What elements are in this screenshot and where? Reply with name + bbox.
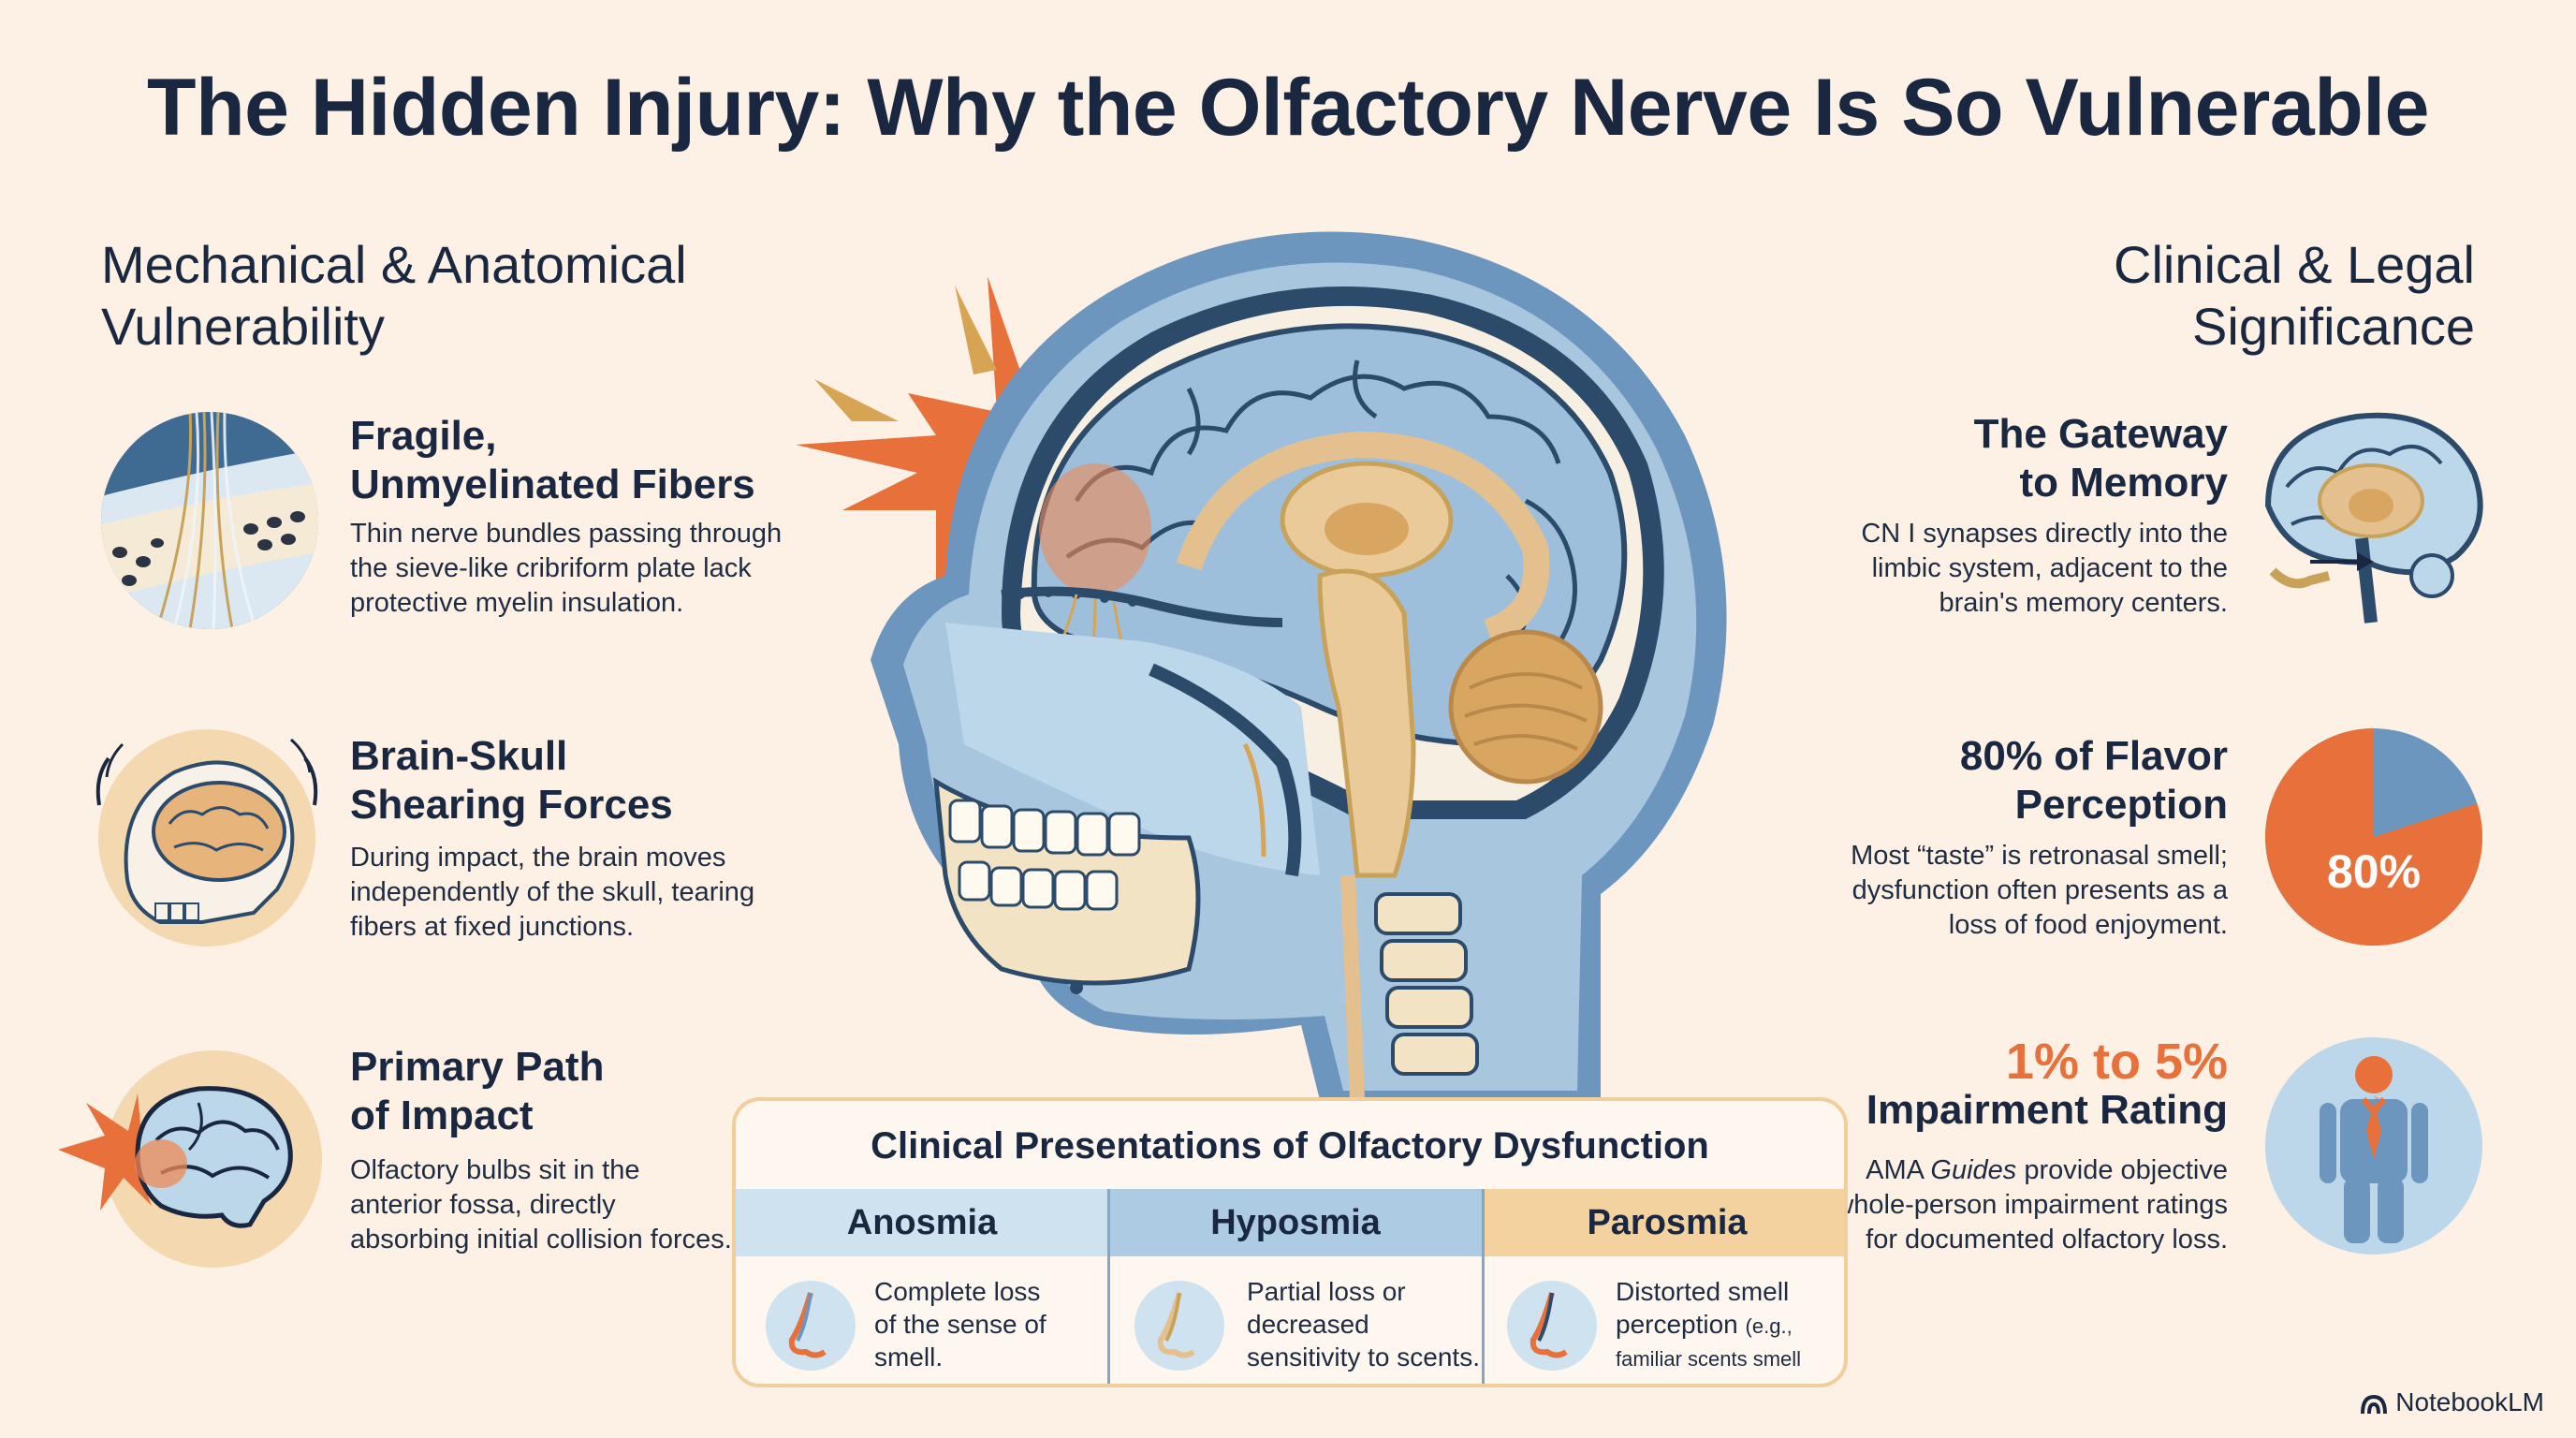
description-line: AMA Guides provide objective	[1591, 1153, 2228, 1188]
description-line: Most “taste” is retronasal smell;	[1851, 841, 2228, 871]
column-header-hyposmia: Hyposmia	[1108, 1189, 1483, 1256]
notebooklm-logo-icon	[2361, 1394, 2388, 1414]
hyposmia-description: Partial loss or decreased sensitivity to…	[1247, 1275, 1480, 1373]
heading-line: Fragile,	[350, 413, 497, 459]
anosmia-description: Complete loss of the sense of smell.	[874, 1275, 1046, 1373]
description-line: whole-person impairment ratings	[1834, 1190, 2228, 1220]
description-line: dysfunction often presents as a	[1852, 875, 2228, 905]
description-line: independently of the skull, tearing	[350, 877, 755, 907]
gateway-memory-description: CN I synapses directly into the limbic s…	[1591, 517, 2228, 621]
guides-italic: Guides	[1930, 1155, 2017, 1185]
brain-impact-icon	[58, 1050, 322, 1268]
text-span: provide objective	[2016, 1155, 2228, 1185]
text-span: perception	[1616, 1310, 1746, 1339]
notebooklm-brand: NotebookLM	[2360, 1387, 2544, 1417]
clinical-presentations-panel: Clinical Presentations of Olfactory Dysf…	[732, 1097, 1848, 1387]
primary-path-description: Olfactory bulbs sit in the anterior foss…	[350, 1153, 732, 1257]
description-line: of the sense of	[874, 1310, 1046, 1339]
description-line: sensitivity to scents.	[1247, 1343, 1480, 1372]
description-line: familiar scents smell foul).	[1616, 1347, 1802, 1384]
column-header-parosmia: Parosmia	[1483, 1189, 1844, 1256]
description-line: protective myelin insulation.	[350, 588, 684, 618]
right-section-title-line: Significance	[2192, 297, 2475, 356]
heading-line: Primary Path	[350, 1044, 605, 1090]
heading-line: Brain-Skull	[350, 733, 568, 779]
primary-path-heading: Primary Path of Impact	[350, 1043, 604, 1140]
fragile-fibers-description: Thin nerve bundles passing through the s…	[350, 517, 782, 621]
description-line: smell.	[874, 1343, 944, 1372]
description-line: CN I synapses directly into the	[1861, 519, 2228, 549]
gateway-memory-heading: The Gateway to Memory	[1591, 410, 2228, 507]
description-line: anterior fossa, directly	[350, 1190, 616, 1220]
right-section-title: Clinical & Legal Significance	[1919, 234, 2475, 358]
description-line: During impact, the brain moves	[350, 843, 726, 873]
description-line: Distorted smell	[1616, 1277, 1790, 1306]
right-section-title-line: Clinical & Legal	[2114, 235, 2475, 294]
limbic-brain-icon	[2264, 412, 2483, 624]
heading-line: 80% of Flavor	[1959, 733, 2228, 779]
shearing-forces-heading: Brain-Skull Shearing Forces	[350, 732, 673, 829]
description-line: for documented olfactory loss.	[1866, 1225, 2228, 1255]
impairment-percent-range: 1% to 5%	[2005, 1034, 2228, 1090]
description-line: Partial loss or	[1247, 1277, 1406, 1306]
head-cross-section-illustration	[796, 231, 1727, 1101]
column-header-anosmia: Anosmia	[736, 1189, 1108, 1256]
parosmia-description: Distorted smell perception (e.g., famili…	[1616, 1275, 1844, 1384]
heading-line: The Gateway	[1973, 411, 2228, 457]
description-line: Complete loss	[874, 1277, 1041, 1306]
impairment-rating-description: AMA Guides provide objective whole-perso…	[1591, 1153, 2228, 1257]
fragile-fibers-heading: Fragile, Unmyelinated Fibers	[350, 412, 755, 509]
impairment-rating-heading: 1% to 5% Impairment Rating	[1591, 1034, 2228, 1135]
flavor-perception-heading: 80% of Flavor Perception	[1591, 732, 2228, 829]
brain-skull-icon	[95, 729, 318, 946]
column-divider	[1107, 1189, 1110, 1384]
left-section-title-line: Vulnerability	[101, 297, 385, 356]
heading-line: Unmyelinated Fibers	[350, 462, 755, 507]
page-title: The Hidden Injury: Why the Olfactory Ner…	[147, 63, 2429, 153]
description-line: the sieve-like cribriform plate lack	[350, 553, 752, 583]
description-line: absorbing initial collision forces.	[350, 1225, 732, 1255]
description-line: fibers at fixed junctions.	[350, 912, 635, 942]
description-line: decreased	[1247, 1310, 1369, 1339]
heading-line: Shearing Forces	[350, 782, 673, 828]
footer-text: NotebookLM	[2395, 1387, 2544, 1416]
nose-icon	[1134, 1281, 1224, 1371]
description-line: loss of food enjoyment.	[1948, 910, 2228, 940]
nose-icon	[766, 1281, 856, 1371]
pie-label: 80%	[2327, 845, 2421, 898]
heading-line: of Impact	[350, 1093, 534, 1138]
nose-icon	[1507, 1281, 1597, 1371]
heading-line: Perception	[2014, 782, 2228, 828]
pie-slice-80	[2265, 728, 2482, 946]
shearing-forces-description: During impact, the brain moves independe…	[350, 841, 754, 945]
column-divider	[1482, 1189, 1485, 1384]
flavor-pie-chart: 80%	[2265, 728, 2482, 946]
description-line: Olfactory bulbs sit in the	[350, 1155, 640, 1185]
description-line: limbic system, adjacent to the	[1871, 553, 2228, 583]
person-icon	[2265, 1037, 2482, 1255]
nerve-fibers-icon	[101, 412, 318, 629]
flavor-perception-description: Most “taste” is retronasal smell; dysfun…	[1591, 839, 2228, 943]
text-span: AMA	[1866, 1155, 1931, 1185]
heading-line: Impairment Rating	[1866, 1087, 2228, 1133]
description-line: perception (e.g.,	[1616, 1308, 1844, 1343]
description-line: brain's memory centers.	[1939, 588, 2228, 618]
description-line: Thin nerve bundles passing through	[350, 519, 783, 549]
text-span: (e.g.,	[1745, 1314, 1793, 1338]
heading-line: to Memory	[2019, 460, 2228, 506]
left-section-title: Mechanical & Anatomical Vulnerability	[101, 234, 812, 358]
panel-title: Clinical Presentations of Olfactory Dysf…	[871, 1125, 1709, 1167]
left-section-title-line: Mechanical & Anatomical	[101, 235, 687, 294]
